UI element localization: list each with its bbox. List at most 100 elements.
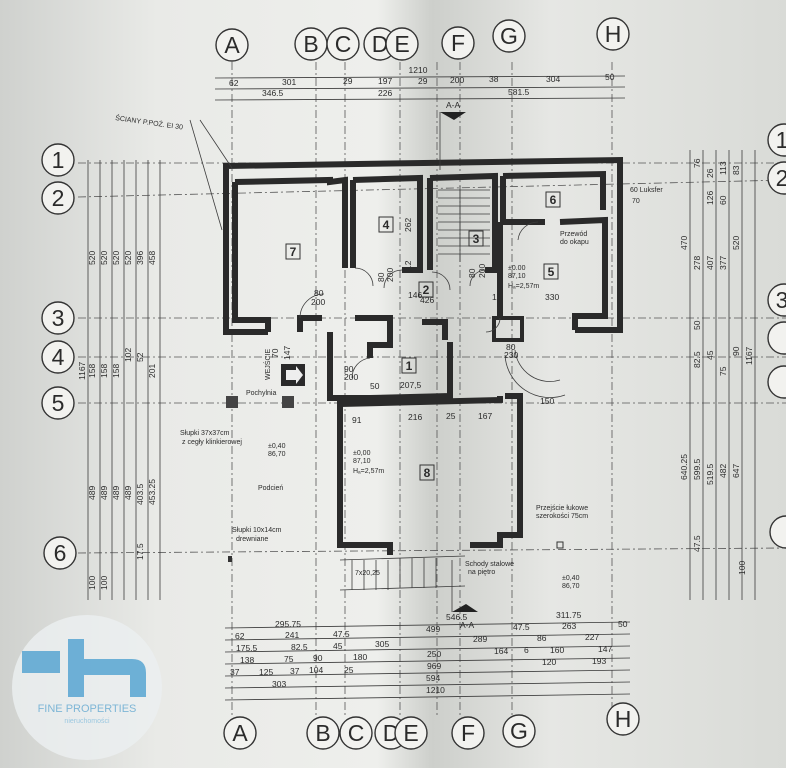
axis-label: 2 [776,165,786,191]
dim: 62 [229,78,239,88]
dim: 60 [718,195,728,205]
luksfer-note: 60 Luksfer [630,187,663,194]
dim: 50 [605,72,615,82]
dim: 138 [240,655,254,665]
axis-label: 3 [52,305,65,331]
room-8-label: 8 [424,466,431,480]
svg-text:200: 200 [311,297,325,307]
dim: 407 [705,256,715,270]
axis-label: 4 [52,344,65,370]
svg-text:na piętro: na piętro [468,569,495,576]
svg-text:50: 50 [370,381,380,391]
dim: 125 [259,667,273,677]
inner-notes: ŚCIANY P.POŻ. EI 30 A-A A-A 60 Luksfer 7… [115,100,664,630]
dim: 47.5 [333,629,350,639]
dim: 263 [562,621,576,631]
axis-label: F [461,720,475,746]
section-label-top: A-A [446,100,461,110]
svg-text:230: 230 [504,350,518,360]
dim: 90 [313,653,323,663]
dim: 519.5 [705,463,715,485]
dim: 76 [692,158,702,168]
dim: 489 [123,486,133,500]
dim: 489 [99,486,109,500]
room-7-label: 7 [290,245,297,259]
svg-text:Hₐ=2,57m: Hₐ=2,57m [508,283,539,290]
dim: 346.5 [262,88,284,98]
dim: 100 [737,561,747,575]
dim: 489 [111,486,121,500]
dim: 102 [123,348,133,362]
dim: 62 [235,631,245,641]
room-5-label: 5 [548,265,555,279]
right-dimensions: 76 26 113 83 126 60 470 278 407 377 520 … [679,150,756,600]
dim: 453.25 [147,479,157,505]
top-dimensions: 1210 62 301 29 197 29 200 38 304 50 346.… [214,65,626,101]
svg-text:80: 80 [467,268,477,278]
dim: 50 [618,619,628,629]
dim-total-bottom: 1210 [426,685,445,695]
dim: 29 [343,76,353,86]
dim: 126 [705,191,715,205]
dim: 175.5 [236,643,258,653]
svg-text:146: 146 [408,290,422,300]
svg-text:Przejście łukowe: Przejście łukowe [536,505,588,512]
axis-label: H [605,21,622,47]
dim: 45 [705,350,715,360]
svg-text:do okapu: do okapu [560,239,589,246]
axis-label: H [615,706,632,732]
svg-text:87,10: 87,10 [508,273,526,280]
svg-text:147: 147 [282,346,292,360]
svg-text:z cegły klinkierowej: z cegły klinkierowej [182,439,242,446]
dim: 90 [731,346,741,356]
dim: 180 [353,652,367,662]
axis-bubbles-left: 1 2 3 4 5 6 [41,143,77,570]
podcien-label: Podcień [258,485,283,492]
dim: 1167 [77,361,87,380]
dim: 120 [542,657,556,667]
axis-label: 3 [776,287,786,313]
dim: 489 [87,486,97,500]
dim: 520 [111,251,121,265]
dim: 158 [111,364,121,378]
svg-text:7x20,25: 7x20,25 [355,570,380,577]
dim: 377 [718,256,728,270]
dim: 303 [272,679,286,689]
dim: 640.25 [679,454,689,480]
axis-label: F [451,30,465,56]
dim: 160 [550,645,564,655]
dim: 201 [147,364,157,378]
axis-label: 5 [52,390,65,416]
dim: 226 [378,88,392,98]
svg-text:262: 262 [403,218,413,232]
dim: 75 [284,654,294,664]
svg-text:80: 80 [314,288,324,298]
svg-text:216: 216 [408,412,422,422]
svg-text:87,10: 87,10 [353,458,371,465]
axis-label: D [372,31,389,57]
svg-text:167: 167 [478,411,492,421]
svg-text:200: 200 [385,268,395,282]
dim: 45 [333,641,343,651]
dim: 250 [427,649,441,659]
building-walls [223,156,623,555]
pillar [228,556,232,562]
axis-label: C [348,720,365,746]
svg-text:±0.00: ±0.00 [508,265,526,272]
stairs-room-3 [438,186,490,262]
axis-label: E [403,720,418,746]
dim: 29 [418,76,428,86]
svg-text:12: 12 [492,292,502,302]
room-labels: 7 4 3 6 5 2 1 8 [285,191,561,481]
svg-text:86,70: 86,70 [562,583,580,590]
svg-text:±0,00: ±0,00 [353,450,371,457]
dim: 458 [147,251,157,265]
dim: 83 [731,165,741,175]
dim: 25 [344,665,354,675]
room-4-label: 4 [383,218,390,232]
pillar [556,541,564,549]
svg-text:150: 150 [540,396,554,406]
svg-text:200: 200 [477,264,487,278]
dim: 17.5 [135,543,145,560]
